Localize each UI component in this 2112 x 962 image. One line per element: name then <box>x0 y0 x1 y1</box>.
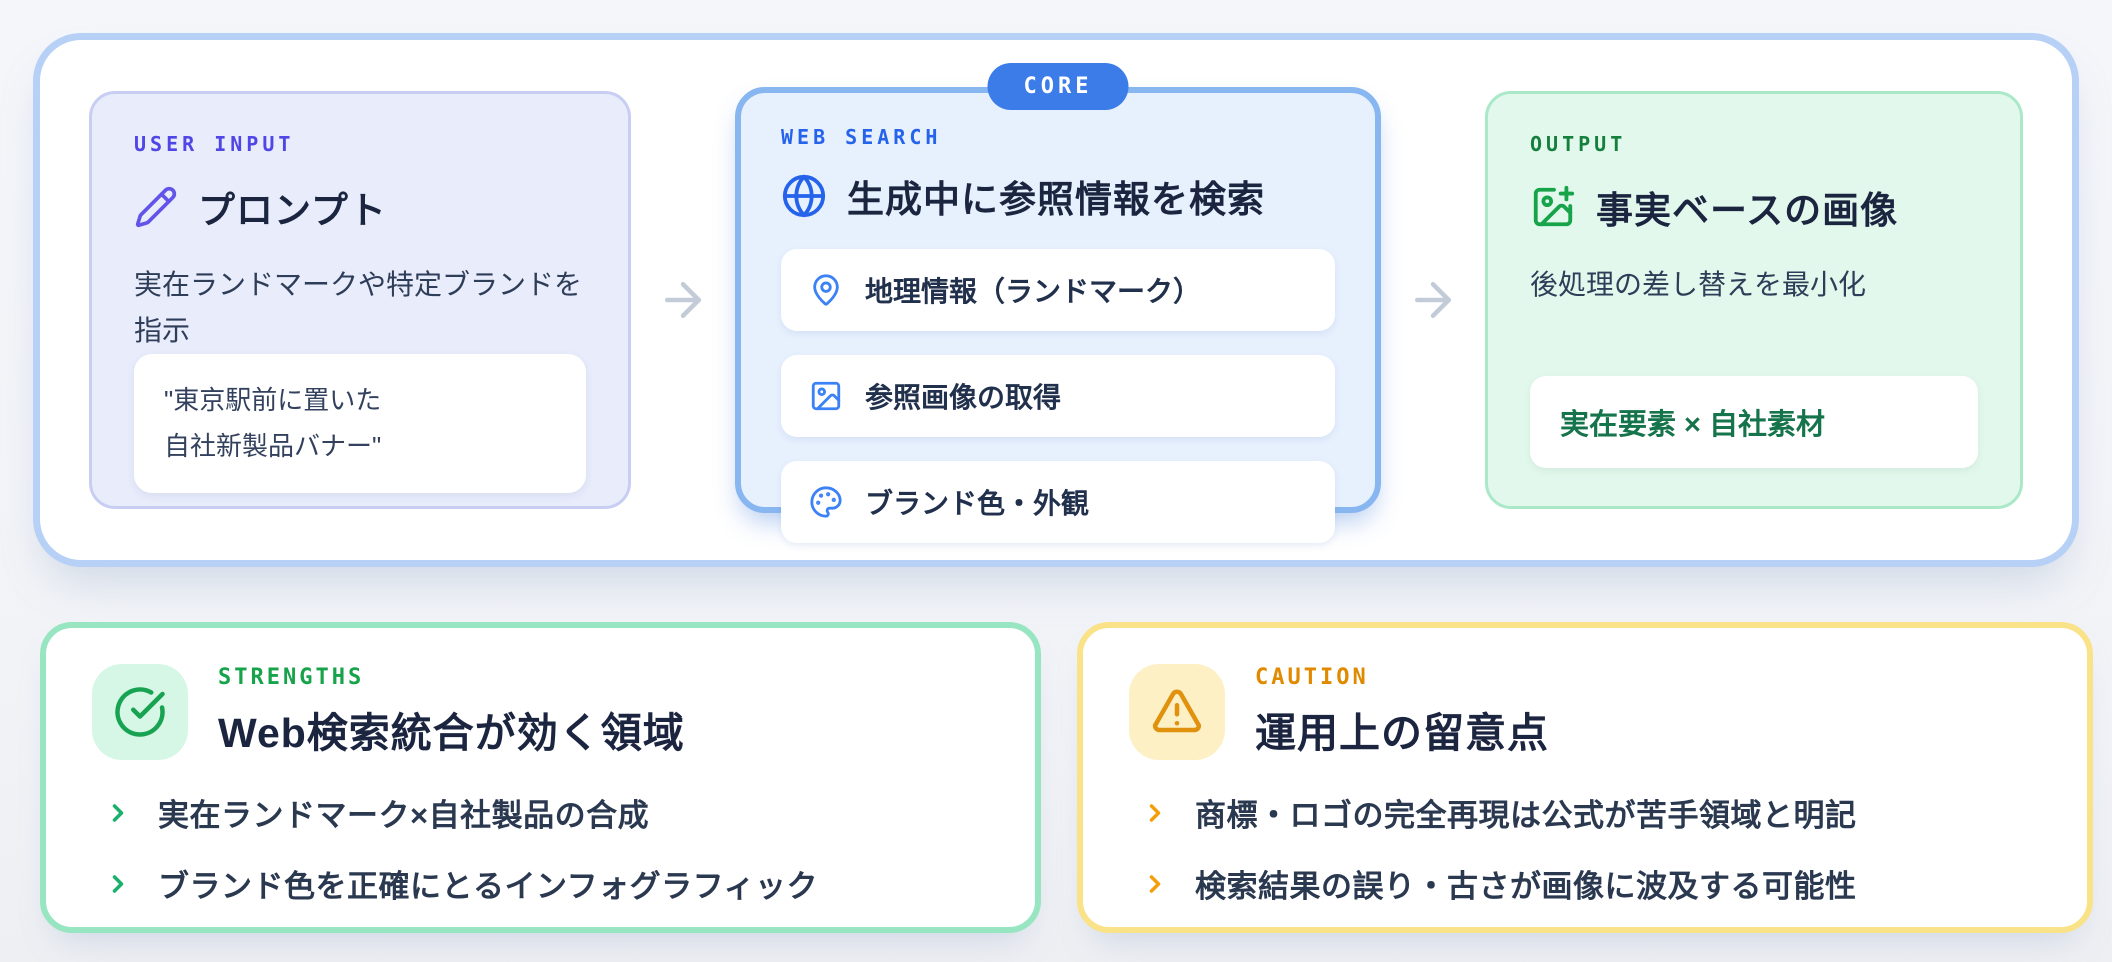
caution-header: CAUTION 運用上の留意点 <box>1129 664 2041 760</box>
strengths-list: 実在ランドマーク×自社製品の合成 ブランド色を正確にとるインフォグラフィック <box>92 790 989 906</box>
output-card: OUTPUT 事実ベースの画像 後処理の差し替えを最小化 実在要素 × 自社素材 <box>1485 91 2023 509</box>
output-description: 後処理の差し替えを最小化 <box>1530 269 1867 300</box>
strengths-header: STRENGTHS Web検索統合が効く領域 <box>92 664 989 760</box>
strengths-card: STRENGTHS Web検索統合が効く領域 実在ランドマーク×自社製品の合成 … <box>40 622 1041 933</box>
image-plus-icon <box>1530 184 1576 230</box>
output-chip: 実在要素 × 自社素材 <box>1530 376 1978 468</box>
palette-icon <box>809 485 843 519</box>
caution-heading-block: CAUTION 運用上の留意点 <box>1255 665 1549 759</box>
output-title: 事実ベースの画像 <box>1596 190 1899 231</box>
search-item-brand-text: ブランド色・外観 <box>865 488 1090 519</box>
flow-arrow-2 <box>1381 273 1485 327</box>
caution-card: CAUTION 運用上の留意点 商標・ロゴの完全再現は公式が苦手領域と明記 検索… <box>1077 622 2093 933</box>
web-search-label: WEB SEARCH <box>781 125 942 149</box>
caution-title: 運用上の留意点 <box>1255 710 1549 756</box>
strengths-item-text: 実在ランドマーク×自社製品の合成 <box>158 798 650 833</box>
chevron-right-icon <box>1141 799 1169 827</box>
search-item-image: 参照画像の取得 <box>781 355 1335 437</box>
output-label: OUTPUT <box>1530 132 1627 156</box>
check-circle-icon <box>113 685 167 739</box>
flow-panel: USER INPUT プロンプト 実在ランドマークや特定ブランドを指示 "東京駅… <box>33 33 2079 567</box>
output-title-row: 事実ベースの画像 <box>1530 180 1978 234</box>
list-item: 商標・ロゴの完全再現は公式が苦手領域と明記 <box>1129 790 2041 835</box>
arrow-right-icon <box>656 273 710 327</box>
chevron-right-icon <box>104 799 132 827</box>
caution-icon-tile <box>1129 664 1225 760</box>
strengths-label: STRENGTHS <box>218 665 365 690</box>
search-item-geo: 地理情報（ランドマーク） <box>781 249 1335 331</box>
user-input-label: USER INPUT <box>134 132 295 156</box>
flow-row: USER INPUT プロンプト 実在ランドマークや特定ブランドを指示 "東京駅… <box>89 63 2023 543</box>
user-input-title: プロンプト <box>198 190 387 231</box>
strengths-heading-block: STRENGTHS Web検索統合が効く領域 <box>218 665 685 759</box>
alert-triangle-icon <box>1150 685 1204 739</box>
chevron-right-icon <box>104 870 132 898</box>
list-item: 検索結果の誤り・古さが画像に波及する可能性 <box>1129 861 2041 906</box>
pencil-icon <box>134 185 178 229</box>
strengths-icon-tile <box>92 664 188 760</box>
image-icon <box>809 379 843 413</box>
caution-item-text: 商標・ロゴの完全再現は公式が苦手領域と明記 <box>1195 798 1857 833</box>
strengths-title: Web検索統合が効く領域 <box>218 710 685 756</box>
list-item: 実在ランドマーク×自社製品の合成 <box>92 790 989 835</box>
core-badge: CORE <box>987 63 1129 110</box>
chevron-right-icon <box>1141 870 1169 898</box>
strengths-item-text: ブランド色を正確にとるインフォグラフィック <box>158 869 818 904</box>
arrow-right-icon <box>1406 273 1460 327</box>
user-input-description: 実在ランドマークや特定ブランドを指示 <box>134 269 583 347</box>
globe-icon <box>781 173 827 219</box>
prompt-example-box: "東京駅前に置いた 自社新製品バナー" <box>134 354 586 494</box>
search-item-brand: ブランド色・外観 <box>781 461 1335 543</box>
search-item-image-text: 参照画像の取得 <box>865 382 1062 413</box>
caution-list: 商標・ロゴの完全再現は公式が苦手領域と明記 検索結果の誤り・古さが画像に波及する… <box>1129 790 2041 906</box>
list-item: ブランド色を正確にとるインフォグラフィック <box>92 861 989 906</box>
user-input-title-row: プロンプト <box>134 180 586 234</box>
flow-arrow-1 <box>631 273 735 327</box>
caution-label: CAUTION <box>1255 665 1369 690</box>
web-search-title: 生成中に参照情報を検索 <box>847 179 1265 220</box>
user-input-card: USER INPUT プロンプト 実在ランドマークや特定ブランドを指示 "東京駅… <box>89 91 631 509</box>
web-search-title-row: 生成中に参照情報を検索 <box>781 169 1335 223</box>
map-pin-icon <box>809 273 843 307</box>
caution-item-text: 検索結果の誤り・古さが画像に波及する可能性 <box>1195 869 1857 904</box>
search-item-geo-text: 地理情報（ランドマーク） <box>865 276 1202 307</box>
web-search-card: CORE WEB SEARCH 生成中に参照情報を検索 <box>735 63 1381 543</box>
